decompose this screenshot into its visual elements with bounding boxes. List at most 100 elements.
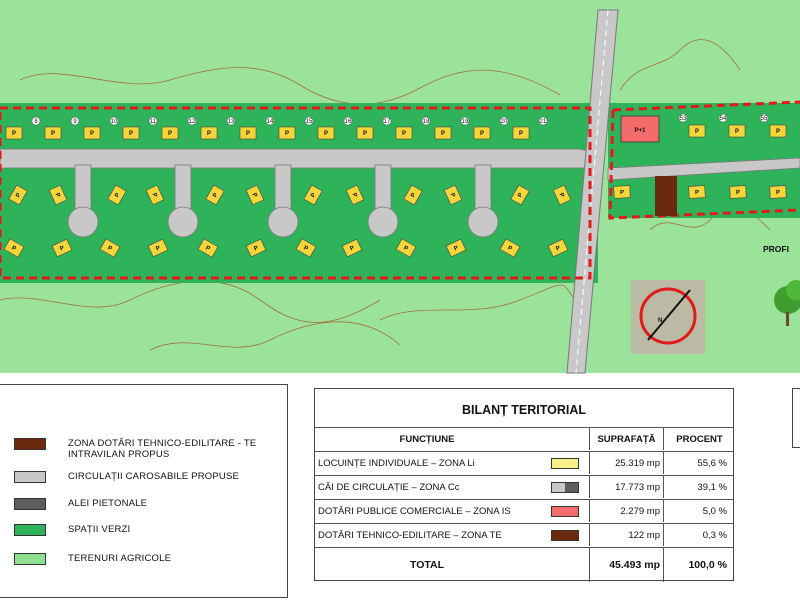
lot-number: 53 (680, 116, 687, 122)
legend-label: ALEI PIETONALE (68, 498, 148, 509)
row-label: DOTĂRI PUBLICE COMERCIALE – ZONA IS (318, 505, 511, 517)
house-label: P (324, 131, 328, 137)
row-label: CĂI DE CIRCULAȚIE – ZONA Cc (318, 481, 460, 493)
house-lot: P (245, 238, 267, 258)
house-lot: P (547, 238, 569, 258)
table-row: DOTĂRI PUBLICE COMERCIALE – ZONA IS 2.27… (315, 499, 733, 522)
house-label: P (736, 190, 740, 196)
row-area: 122 mp (589, 524, 663, 546)
legend-item-walkways: ALEI PIETONALE (14, 498, 147, 510)
total-percent: 100,0 % (663, 548, 735, 582)
house-lot: P (729, 185, 747, 199)
lot-number: 10 (111, 119, 118, 125)
table-row: LOCUINȚE INDIVIDUALE – ZONA Li 25.319 mp… (315, 451, 733, 474)
legend-item-green-spaces: SPAȚII VERZI (14, 524, 130, 536)
north-arrow-icon: N (631, 280, 705, 354)
table-total-row: TOTAL 45.493 mp 100,0 % (315, 547, 733, 582)
house-lot: P (99, 238, 121, 258)
house-label: P (351, 192, 358, 198)
site-plan-map: P8P9P10P11P12P13P14P15P16P17P18P19P20P21… (0, 0, 800, 378)
row-percent: 55,6 % (663, 452, 735, 474)
lot-number: 13 (228, 119, 235, 125)
house-label: P (555, 245, 561, 252)
house-label: P (10, 245, 16, 252)
tree-icon (774, 280, 800, 326)
row-label: DOTĂRI TEHNICO-EDILITARE – ZONA TE (318, 529, 502, 541)
house-label: P (558, 192, 565, 198)
house-label: P (212, 192, 219, 198)
row-label: LOCUINȚE INDIVIDUALE – ZONA Li (318, 457, 475, 469)
lot-number: 18 (423, 119, 430, 125)
lot-number-marker (226, 116, 236, 126)
house-lot: P (395, 126, 413, 140)
legend-item-agricultural: TERENURI AGRICOLE (14, 553, 171, 565)
plan-boundary-right (608, 100, 800, 220)
house-lot: P (295, 238, 317, 258)
legend-item-technical-zone: ZONA DOTĂRI TEHNICO-EDILITARE - TE INTRA… (14, 438, 278, 460)
house-lot: P (688, 124, 706, 138)
plan-boundary-left (0, 106, 592, 280)
lot-number: 15 (306, 119, 313, 125)
lot-number-marker (304, 116, 314, 126)
house-label: P (155, 245, 161, 252)
house-label: P (129, 131, 133, 137)
house-label: P (151, 192, 158, 198)
row-percent: 0,3 % (663, 524, 735, 546)
legend-label: ZONA DOTĂRI TEHNICO-EDILITARE - TE INTRA… (68, 438, 257, 460)
total-area: 45.493 mp (589, 548, 663, 582)
house-lot: P (107, 184, 127, 206)
house-label: P (441, 131, 445, 137)
house-label: P (776, 129, 780, 135)
house-lot: P (395, 238, 417, 258)
commercial-plot-label: P+1 (635, 128, 647, 134)
house-label: P (402, 131, 406, 137)
lot-number: 12 (189, 119, 196, 125)
house-label: P (776, 190, 780, 196)
lot-number-marker (382, 116, 392, 126)
house-label: P (735, 129, 739, 135)
house-label: P (695, 129, 699, 135)
house-lot: P (688, 185, 706, 199)
svg-text:N: N (658, 318, 662, 324)
lot-number: 8 (34, 119, 38, 125)
house-lot: P (613, 185, 631, 199)
lot-number: 54 (720, 116, 727, 122)
house-label: P (363, 131, 367, 137)
house-lot: P (239, 126, 257, 140)
lot-number-marker (759, 113, 769, 123)
profile-label: PROFI (763, 244, 789, 254)
house-label: P (15, 192, 22, 198)
house-lot: P (44, 126, 62, 140)
lot-number-marker (70, 116, 80, 126)
house-lot: P (403, 184, 423, 206)
house-lot: P (83, 126, 101, 140)
house-label: P (449, 192, 456, 198)
header-percent: PROCENT (663, 428, 735, 450)
lot-number-marker (265, 116, 275, 126)
house-label: P (251, 192, 258, 198)
house-label: P (402, 245, 408, 252)
cul-de-sacs (67, 164, 499, 238)
total-label: TOTAL (409, 559, 445, 571)
lot-number-marker (187, 116, 197, 126)
house-label: P (349, 245, 355, 252)
legend-swatch (14, 553, 46, 565)
lot-number: 55 (761, 116, 768, 122)
row-percent: 39,1 % (663, 476, 735, 498)
house-lot: P (552, 184, 572, 206)
territorial-balance-table: BILANȚ TERITORIAL FUNCȚIUNE SUPRAFAȚĂ PR… (314, 388, 735, 582)
house-label: P (12, 131, 16, 137)
house-label: P (54, 192, 61, 198)
row-swatch (543, 452, 587, 474)
house-label: P (480, 131, 484, 137)
lot-number-marker (718, 113, 728, 123)
lot-number-marker (538, 116, 548, 126)
house-label: P (114, 192, 121, 198)
house-lot: P (769, 185, 787, 199)
house-lot: P (728, 124, 746, 138)
house-lot: P (303, 184, 323, 206)
house-label: P (517, 192, 524, 198)
house-lots: P8P9P10P11P12P13P14P15P16P17P18P19P20P21… (3, 113, 787, 258)
lot-number-marker (109, 116, 119, 126)
house-lot: P (51, 238, 73, 258)
